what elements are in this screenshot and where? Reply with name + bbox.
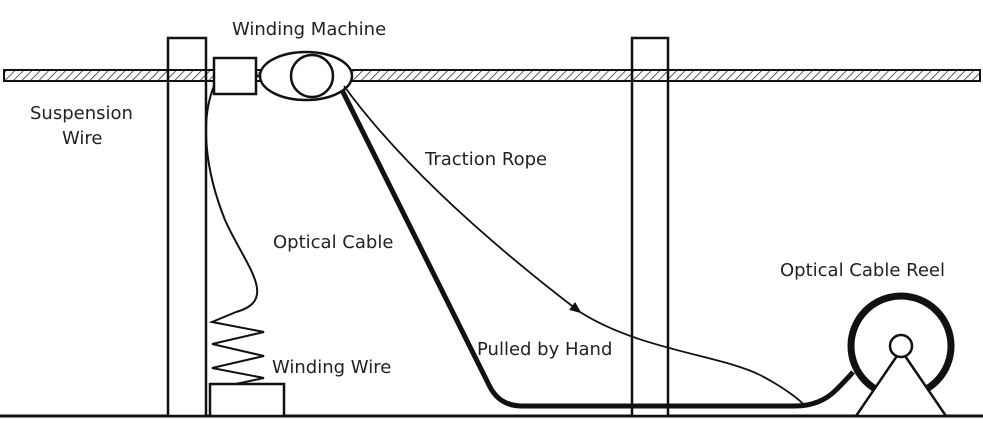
cable-reel-stand <box>853 347 949 418</box>
traction-rope <box>343 85 582 314</box>
cable-reel-hub <box>888 333 914 359</box>
suspension-wire <box>3 69 981 82</box>
suspension-wire-over-right-pole <box>631 69 669 82</box>
winding-machine-box <box>212 56 258 96</box>
label-winding-machine: Winding Machine <box>232 19 386 40</box>
label-pulled-by-hand: Pulled by Hand <box>477 339 612 360</box>
label-optical-cable: Optical Cable <box>273 232 393 253</box>
optical-cable-hanging <box>205 85 259 313</box>
pulled-cable <box>339 88 855 409</box>
traction-rope-tail <box>579 311 806 407</box>
label-winding-wire: Winding Wire <box>272 357 391 378</box>
suspension-wire-over-left-pole <box>167 69 207 82</box>
left-pole <box>166 36 208 418</box>
winding-machine-wheel <box>289 53 335 99</box>
winding-wire-spring <box>208 311 265 387</box>
label-suspension-wire-2: Wire <box>62 128 102 149</box>
label-optical-cable-reel: Optical Cable Reel <box>780 260 945 281</box>
label-traction-rope: Traction Rope <box>424 149 547 170</box>
right-pole <box>630 36 670 418</box>
label-suspension-wire-1: Suspension <box>30 103 133 124</box>
winding-wire-base <box>208 382 286 418</box>
